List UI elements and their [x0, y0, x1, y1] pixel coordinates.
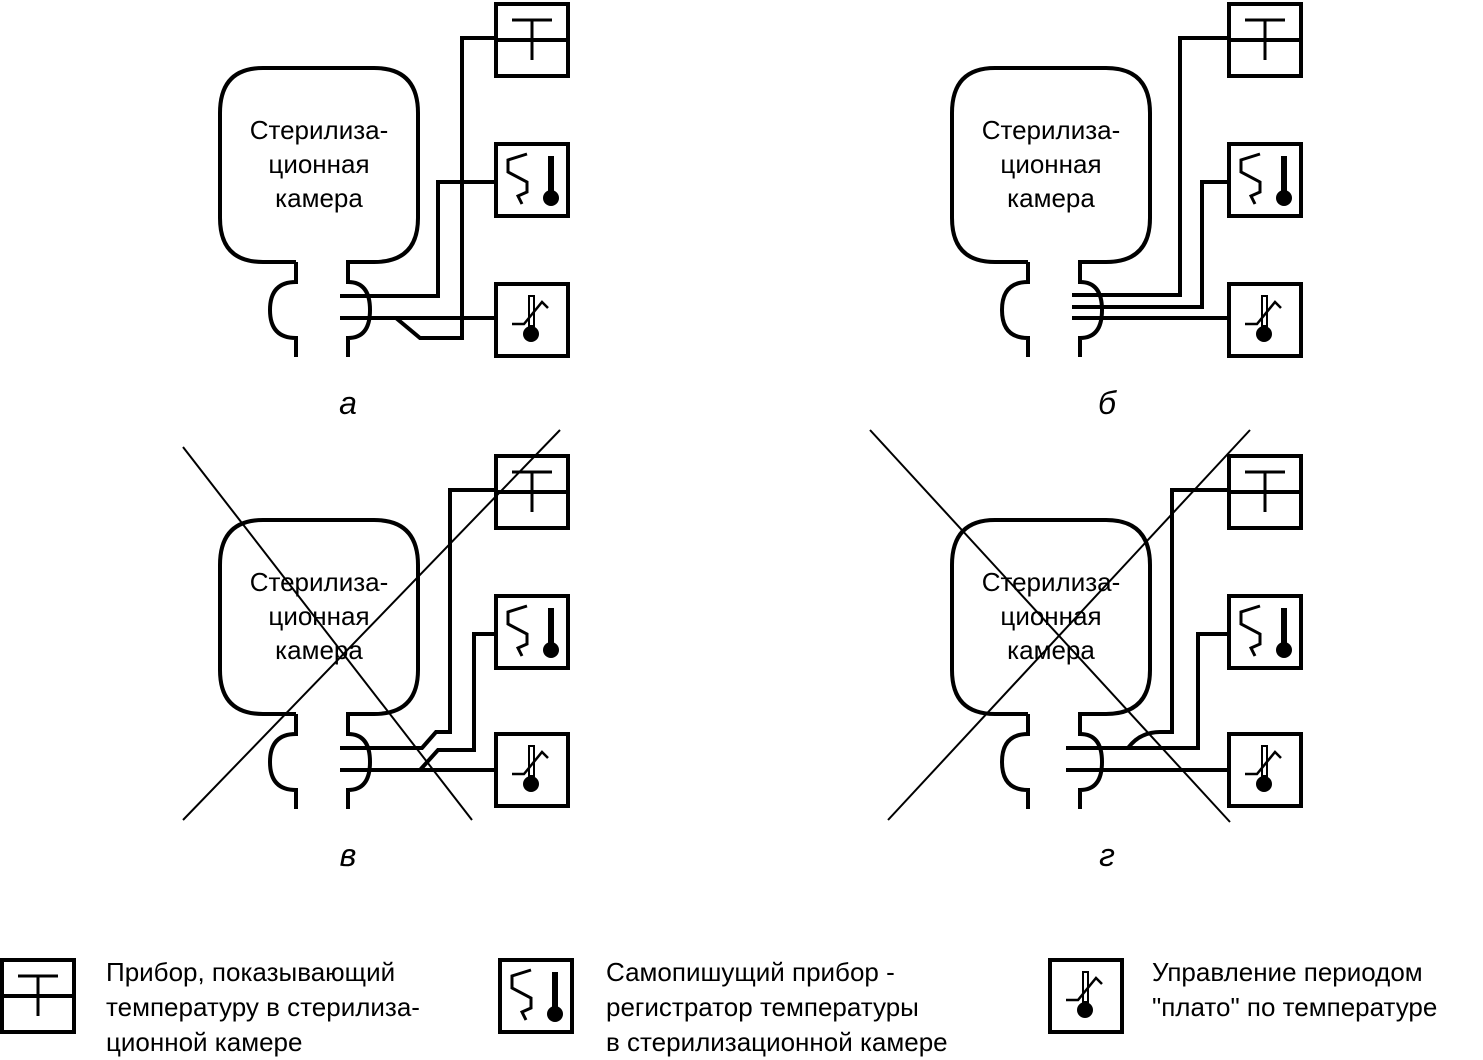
- cross-out-line: [182, 429, 561, 821]
- legend-description: Прибор, показывающий температуру в стерил…: [106, 955, 420, 1060]
- panel-v: Стерилиза-ционная камера в: [182, 429, 570, 873]
- legend-line: Управление периодом: [1152, 957, 1423, 987]
- panel-label: а: [339, 385, 357, 421]
- panel-label: г: [1099, 837, 1115, 873]
- legend-description: Самопишущий прибор - регистратор температ…: [606, 955, 948, 1060]
- chamber-label: камера: [275, 183, 363, 213]
- signal-wire: [394, 36, 496, 340]
- chamber-label: камера: [1007, 183, 1095, 213]
- signal-wire: [1066, 632, 1229, 750]
- chamber-label: Стерилиза-: [982, 115, 1121, 145]
- panel-a: Стерилиза-ционная камера а: [218, 2, 570, 421]
- recorder-icon: [498, 958, 574, 1034]
- recorder-icon: [1227, 142, 1303, 218]
- sterilization-chamber: Стерилиза-ционная камера: [218, 66, 420, 359]
- cross-out-line: [869, 429, 1231, 823]
- plateau-control-icon: [494, 282, 570, 358]
- legend-line: "плато" по температуре: [1152, 992, 1438, 1022]
- cross-out-line: [182, 446, 473, 821]
- plateau-control-icon: [1048, 958, 1124, 1034]
- chamber-label: Стерилиза-: [250, 567, 389, 597]
- panel-b: Стерилиза-ционная камера б: [950, 2, 1303, 421]
- plateau-control-icon: [1227, 732, 1303, 808]
- panel-label: б: [1098, 385, 1117, 421]
- legend-line: Прибор, показывающий: [106, 957, 396, 987]
- legend-line: в стерилизационной камере: [606, 1027, 948, 1057]
- indicator-icon: [0, 958, 76, 1034]
- recorder-icon: [494, 142, 570, 218]
- signal-wire: [1078, 180, 1229, 309]
- recorder-icon: [494, 594, 570, 670]
- legend-line: ционной камере: [106, 1027, 303, 1057]
- chamber-label: ционная: [268, 601, 369, 631]
- chamber-label: ционная: [1000, 149, 1101, 179]
- plateau-control-icon: [1227, 282, 1303, 358]
- signal-wire: [340, 488, 496, 750]
- signal-wire: [1078, 36, 1229, 297]
- legend-description: Управление периодом "плато" по температур…: [1152, 955, 1437, 1025]
- cross-out-line: [887, 429, 1251, 821]
- chamber-label: камера: [275, 635, 363, 665]
- chamber-label: Стерилиза-: [250, 115, 389, 145]
- legend-line: Самопишущий прибор -: [606, 957, 895, 987]
- legend-line: регистратор температуры: [606, 992, 919, 1022]
- sterilization-chamber: Стерилиза-ционная камера: [218, 518, 420, 811]
- recorder-icon: [1227, 594, 1303, 670]
- indicator-icon: [494, 2, 570, 78]
- sterilization-chamber: Стерилиза-ционная камера: [950, 66, 1152, 359]
- indicator-icon: [1227, 454, 1303, 530]
- signal-wire: [418, 632, 496, 772]
- signal-wire: [1126, 488, 1229, 750]
- signal-wire: [340, 180, 496, 298]
- indicator-icon: [1227, 2, 1303, 78]
- chamber-label: ционная: [268, 149, 369, 179]
- plateau-control-icon: [494, 732, 570, 808]
- indicator-icon: [494, 454, 570, 530]
- chamber-label: Стерилиза-: [982, 567, 1121, 597]
- legend-line: температуру в стерилиза-: [106, 992, 420, 1022]
- panel-label: в: [340, 837, 357, 873]
